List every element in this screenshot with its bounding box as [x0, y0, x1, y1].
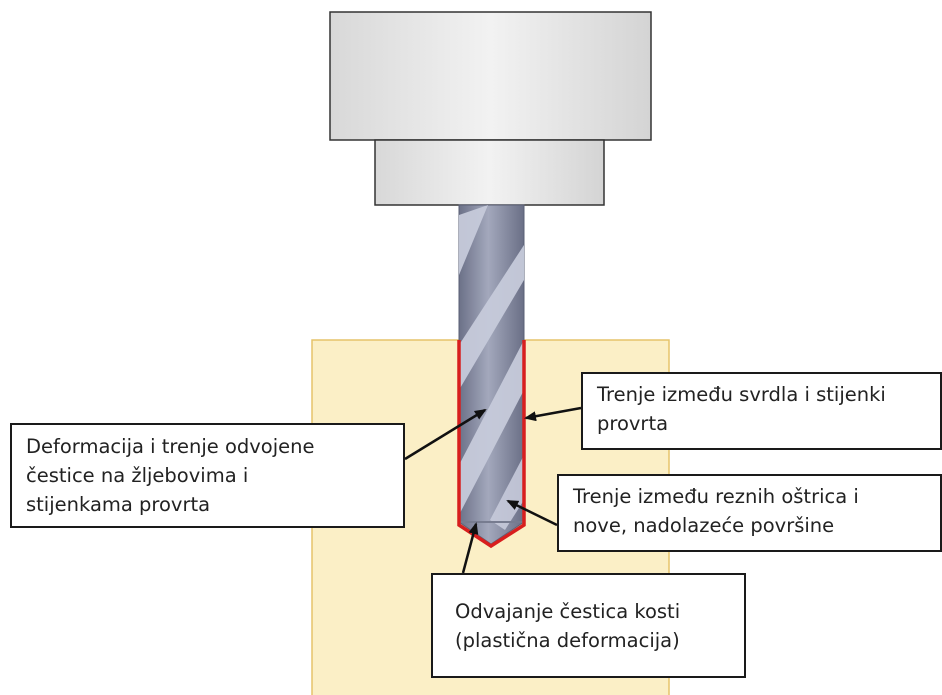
- tool-holder-lower: [374, 139, 605, 206]
- label-edge-friction-line2: nove, nadolazeće površine: [573, 514, 835, 537]
- label-wall-friction: Trenje između svrdla i stijenki provrta: [581, 372, 942, 450]
- label-edge-friction-line1: Trenje između reznih oštrica i: [573, 485, 859, 508]
- label-wall-friction-line1: Trenje između svrdla i stijenki: [597, 383, 886, 406]
- arrow-deformation: [404, 408, 487, 461]
- label-chip-separation-line1: Odvajanje čestica kosti: [455, 600, 681, 623]
- label-chip-separation-line2: (plastična deformacija): [455, 629, 680, 652]
- label-chip-separation: Odvajanje čestica kosti (plastična defor…: [431, 573, 746, 678]
- tool-holder-upper: [329, 11, 652, 141]
- label-wall-friction-line2: provrta: [597, 412, 669, 435]
- hole-wall-contact-line: [457, 340, 526, 549]
- arrow-chip-separation: [461, 522, 479, 574]
- drill-flute: [459, 340, 524, 515]
- label-deformation: Deformacija i trenje odvojene čestice na…: [10, 423, 405, 528]
- arrow-wall-friction: [524, 406, 582, 422]
- label-edge-friction: Trenje između reznih oštrica i nove, nad…: [557, 474, 942, 552]
- label-deformation-line3: stijenkama provrta: [26, 493, 211, 516]
- arrow-edge-friction: [506, 499, 558, 527]
- drill-flute: [459, 205, 488, 275]
- label-deformation-line2: čestice na žljebovima i: [26, 464, 249, 487]
- label-deformation-line1: Deformacija i trenje odvojene: [26, 435, 315, 458]
- drill-flute: [459, 245, 524, 390]
- drill-flute: [490, 455, 524, 530]
- drill-bit: [458, 204, 525, 545]
